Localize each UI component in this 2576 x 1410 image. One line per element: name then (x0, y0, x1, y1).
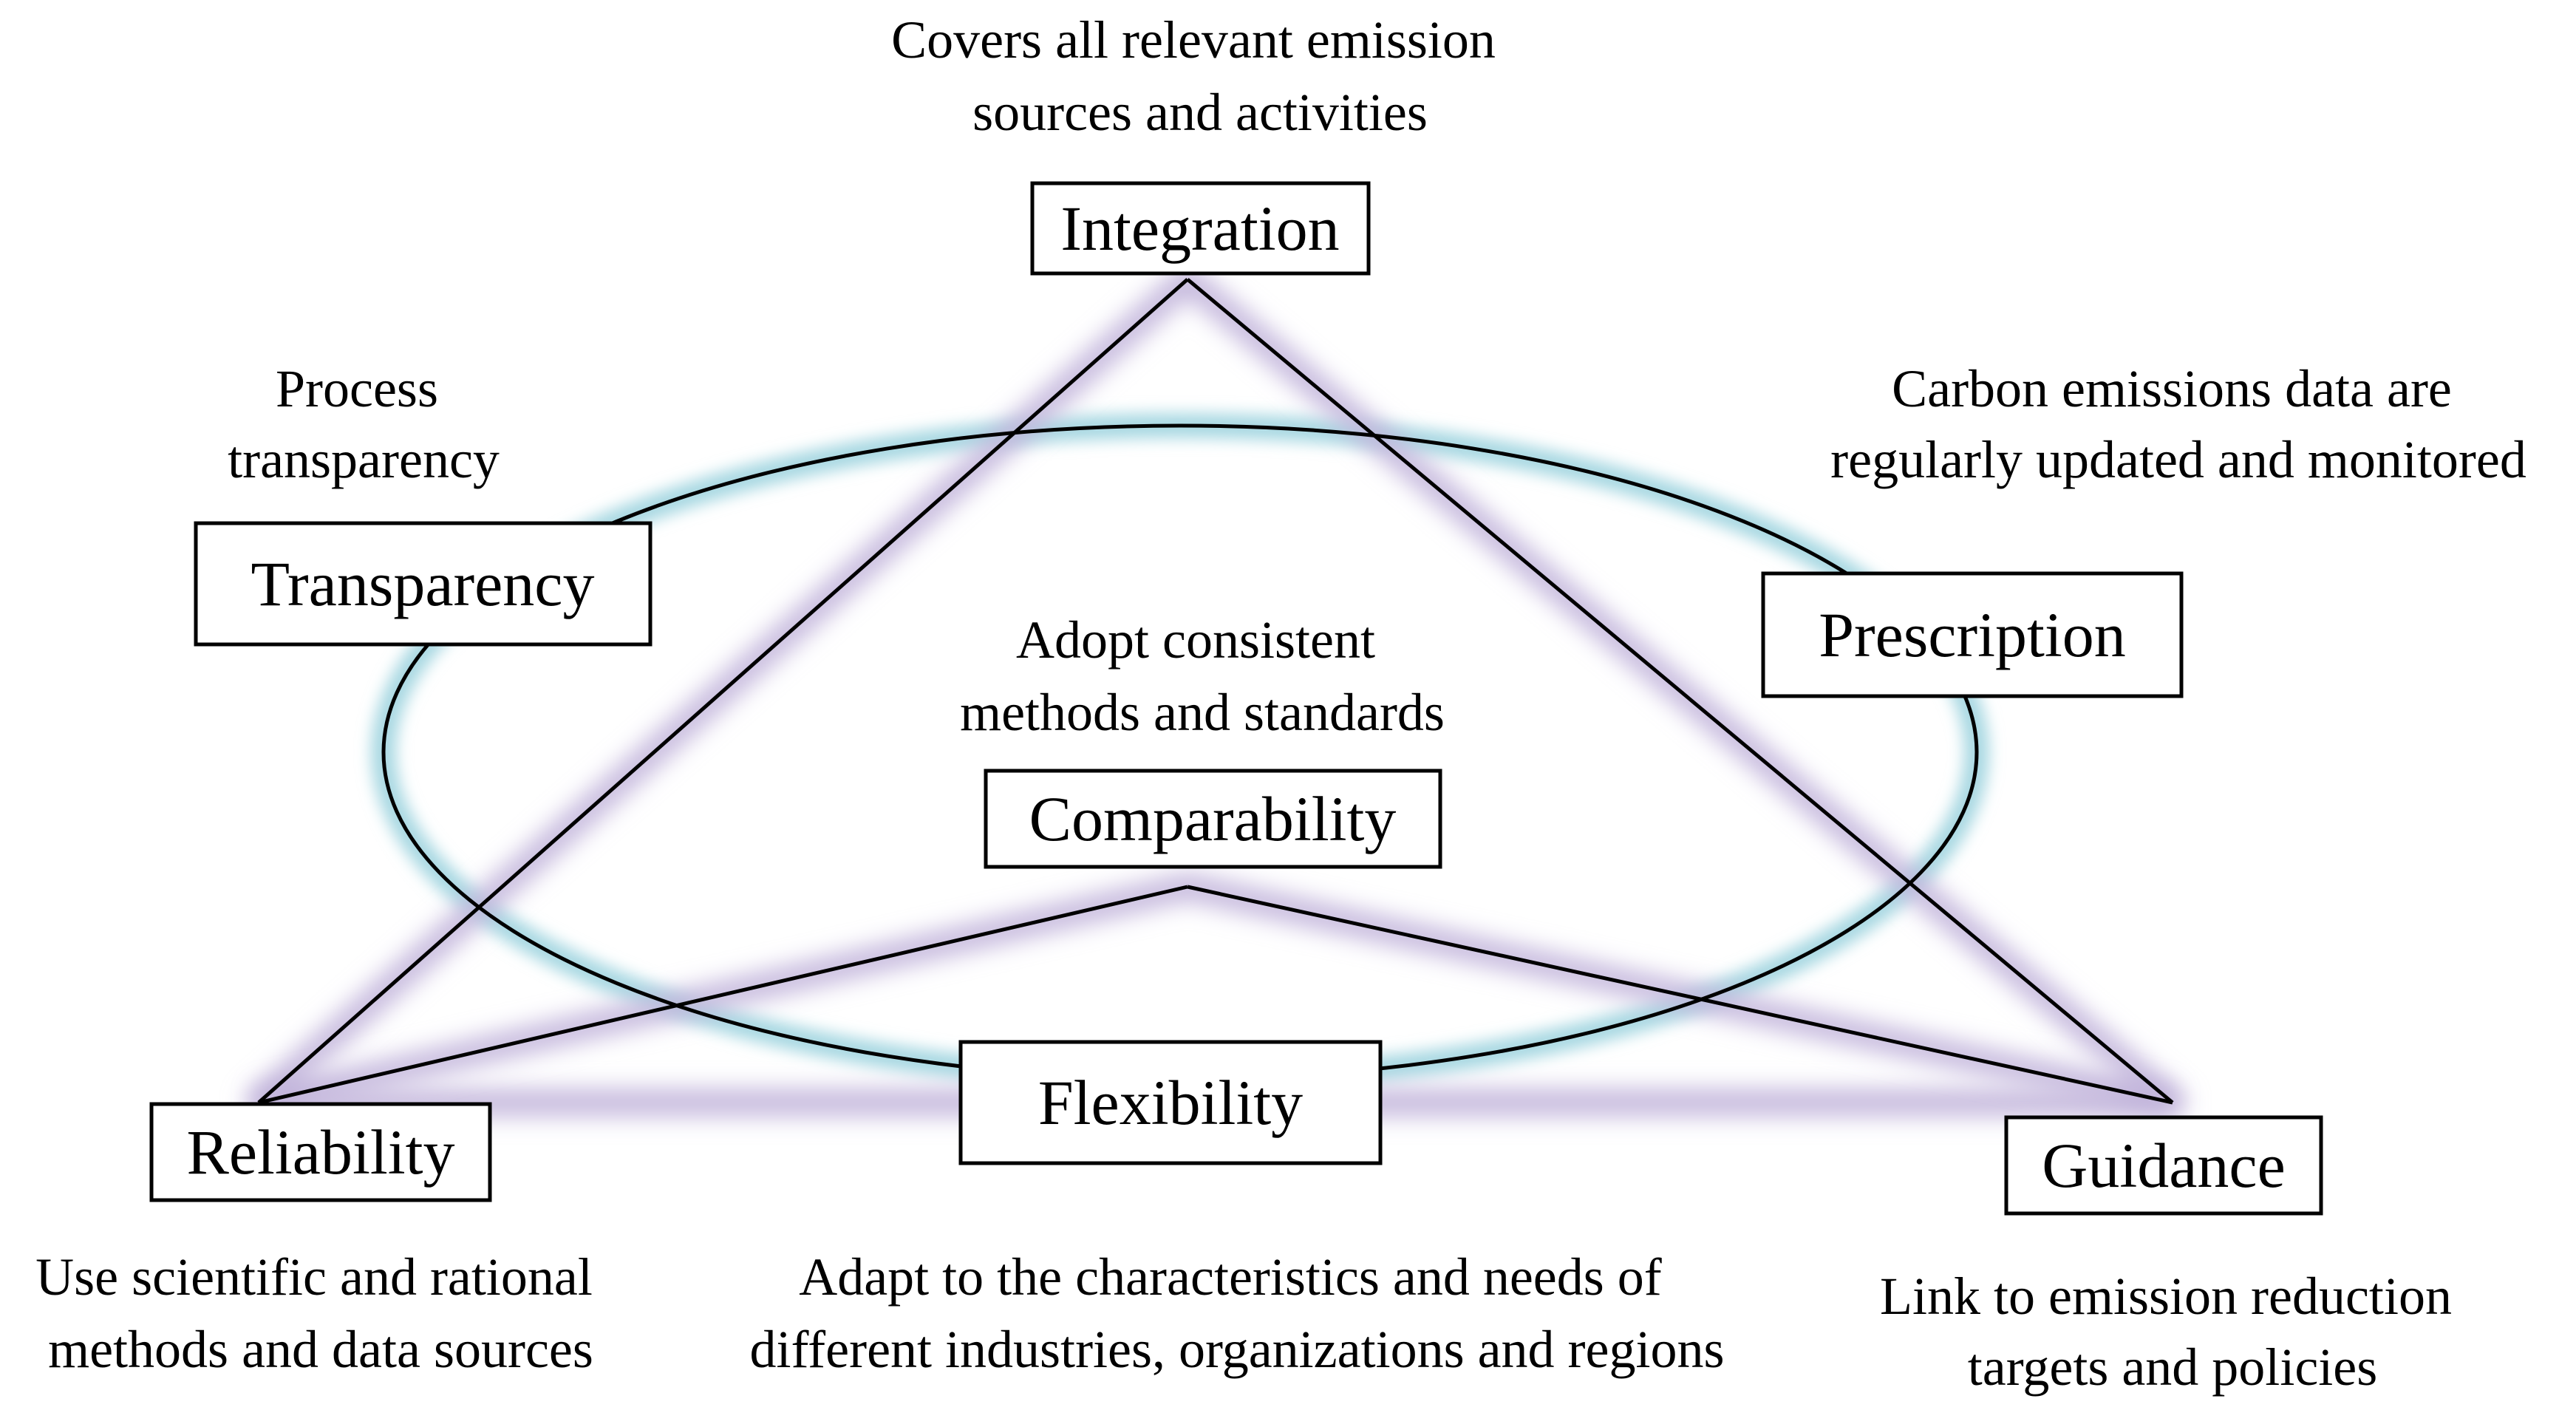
guidance-description-line-2: targets and policies (1968, 1338, 2378, 1397)
integration-box (1030, 181, 1371, 276)
comparability-description-line-2: methods and standards (960, 683, 1445, 742)
reliability-description: Use scientific and rational methods and … (35, 1247, 606, 1379)
comparability-box (984, 769, 1442, 869)
prescription-description: Carbon emissions data are regularly upda… (1830, 359, 2526, 489)
guidance-description: Link to emission reduction targets and p… (1880, 1267, 2465, 1397)
node-flexibility: Flexibility (958, 1040, 1383, 1165)
edge-integration-reliability (257, 278, 1189, 1104)
prescription-label: Prescription (1819, 599, 2126, 670)
transparency-description-line-1: Process (276, 359, 438, 418)
integration-description-line-2: sources and activities (972, 83, 1428, 142)
node-transparency: Transparency (194, 521, 652, 647)
flexibility-description-line-2: different industries, organizations and … (749, 1320, 1724, 1379)
edge-comparability-guidance (1187, 885, 2173, 1105)
comparability-description-line-1: Adopt consistent (1016, 610, 1375, 670)
integration-description-line-1: Covers all relevant emission (891, 10, 1496, 69)
flexibility-description-line-1: Adapt to the characteristics and needs o… (799, 1247, 1662, 1307)
transparency-box (194, 521, 652, 647)
flexibility-box (958, 1040, 1383, 1165)
integration-label: Integration (1060, 193, 1339, 264)
integration-description: Covers all relevant emission sources and… (891, 10, 1509, 142)
prescription-box (1761, 571, 2184, 698)
node-guidance: Guidance (2004, 1115, 2323, 1216)
edge-reliability-comparability (258, 885, 1188, 1105)
node-reliability: Reliability (149, 1102, 492, 1202)
reliability-description-line-2: methods and data sources (48, 1320, 593, 1379)
transparency-description: Process transparency (228, 359, 500, 489)
box-layer: Integration Transparency Prescription Co… (149, 181, 2323, 1216)
reliability-description-line-1: Use scientific and rational (35, 1247, 593, 1307)
transparency-description-line-2: transparency (228, 430, 500, 489)
transparency-label: Transparency (251, 548, 595, 619)
comparability-label: Comparability (1029, 783, 1397, 854)
node-comparability: Comparability (984, 769, 1442, 869)
description-layer: Covers all relevant emission sources and… (35, 10, 2526, 1397)
flexibility-description: Adapt to the characteristics and needs o… (749, 1247, 1724, 1379)
comparability-description: Adopt consistent methods and standards (960, 610, 1445, 742)
node-prescription: Prescription (1761, 571, 2184, 698)
edge-integration-guidance (1186, 278, 2174, 1104)
guidance-description-line-1: Link to emission reduction (1880, 1267, 2452, 1326)
prescription-description-line-2: regularly updated and monitored (1830, 430, 2526, 489)
guidance-box (2004, 1115, 2323, 1216)
prescription-description-line-1: Carbon emissions data are (1892, 359, 2452, 418)
reliability-label: Reliability (186, 1117, 454, 1188)
guidance-label: Guidance (2042, 1130, 2286, 1201)
reliability-box (149, 1102, 492, 1202)
flexibility-label: Flexibility (1038, 1067, 1303, 1138)
node-integration: Integration (1030, 181, 1371, 276)
